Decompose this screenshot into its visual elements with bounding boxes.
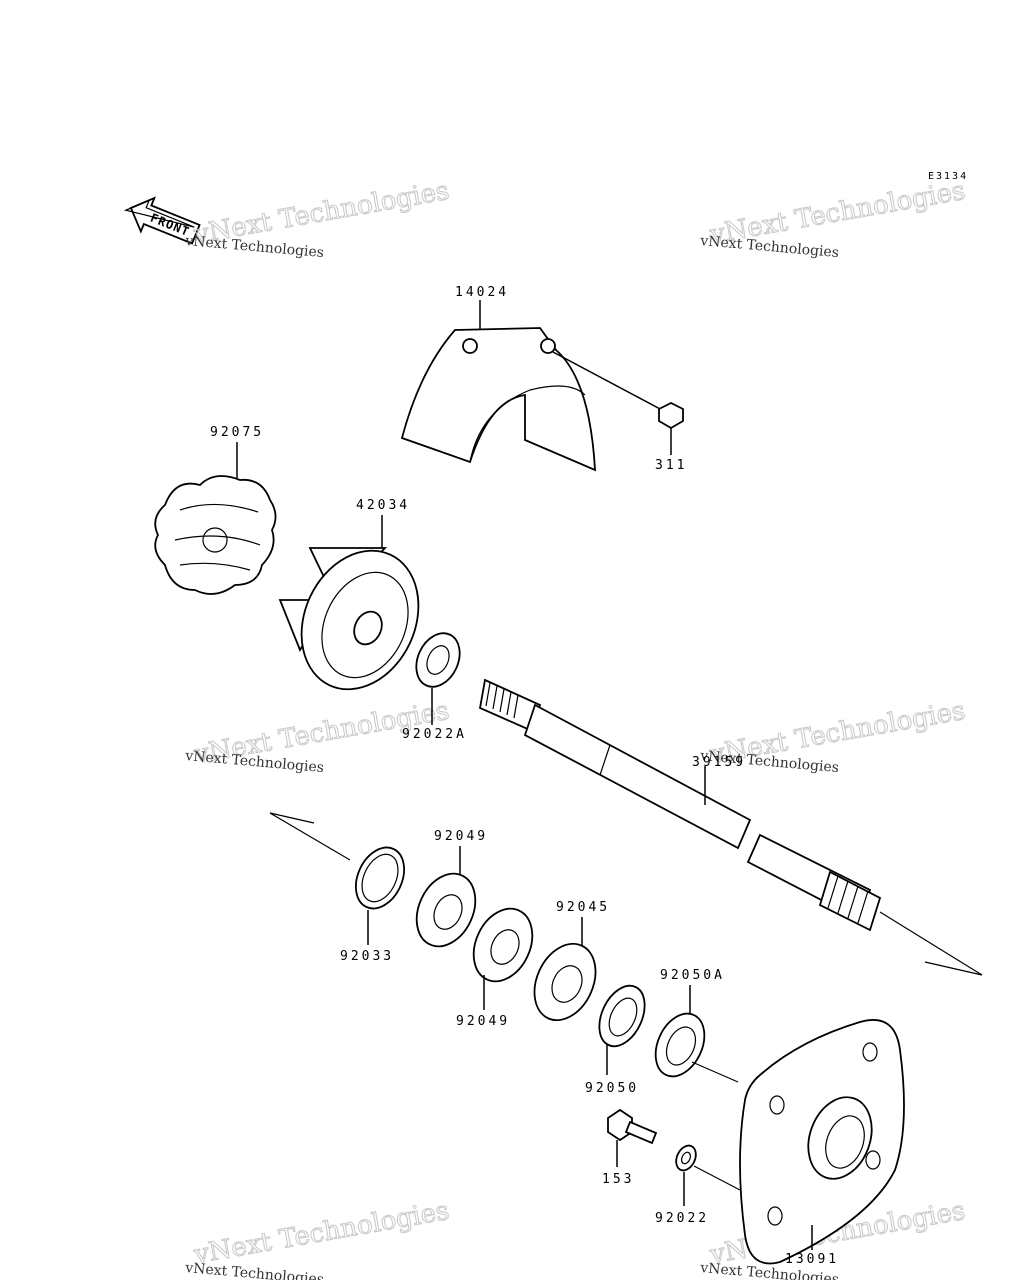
circlip-92033 <box>355 846 405 910</box>
bearing-92049-b <box>472 907 534 983</box>
part-number-92050A: 92050A <box>660 968 725 983</box>
part-number-14024: 14024 <box>455 285 509 300</box>
part-number-311: 311 <box>655 458 687 473</box>
seal-92050A <box>654 1012 706 1078</box>
part-number-92075: 92075 <box>210 425 264 440</box>
part-number-153: 153 <box>602 1172 634 1187</box>
housing-13091 <box>739 1019 905 1265</box>
part-number-92022A: 92022A <box>402 727 467 742</box>
nut-311 <box>658 401 684 430</box>
bearing-92049-a <box>415 872 477 948</box>
bearing-92045 <box>533 942 597 1022</box>
part-number-92049-top: 92049 <box>434 829 488 844</box>
bolt-153 <box>607 1108 658 1145</box>
impeller-42034 <box>278 547 420 691</box>
part-number-92033: 92033 <box>340 949 394 964</box>
part-number-39159: 39159 <box>692 755 746 770</box>
damper-92075 <box>154 475 277 595</box>
cover-14024 <box>400 327 596 472</box>
diagram-code: E3134 <box>928 171 968 182</box>
part-number-92049-bottom: 92049 <box>456 1014 510 1029</box>
svg-text:vNext Technologies: vNext Technologies <box>191 1196 452 1271</box>
washer-92022A <box>415 632 461 688</box>
part-number-92050: 92050 <box>585 1081 639 1096</box>
svg-text:vNext Technologies: vNext Technologies <box>184 1260 325 1280</box>
shaft-39159 <box>478 678 983 976</box>
part-number-92022: 92022 <box>655 1211 709 1226</box>
washer-92022 <box>675 1144 697 1172</box>
part-number-13091: 13091 <box>785 1252 839 1267</box>
part-number-42034: 42034 <box>356 498 410 513</box>
seal-92050 <box>598 984 646 1048</box>
part-number-92045: 92045 <box>556 900 610 915</box>
